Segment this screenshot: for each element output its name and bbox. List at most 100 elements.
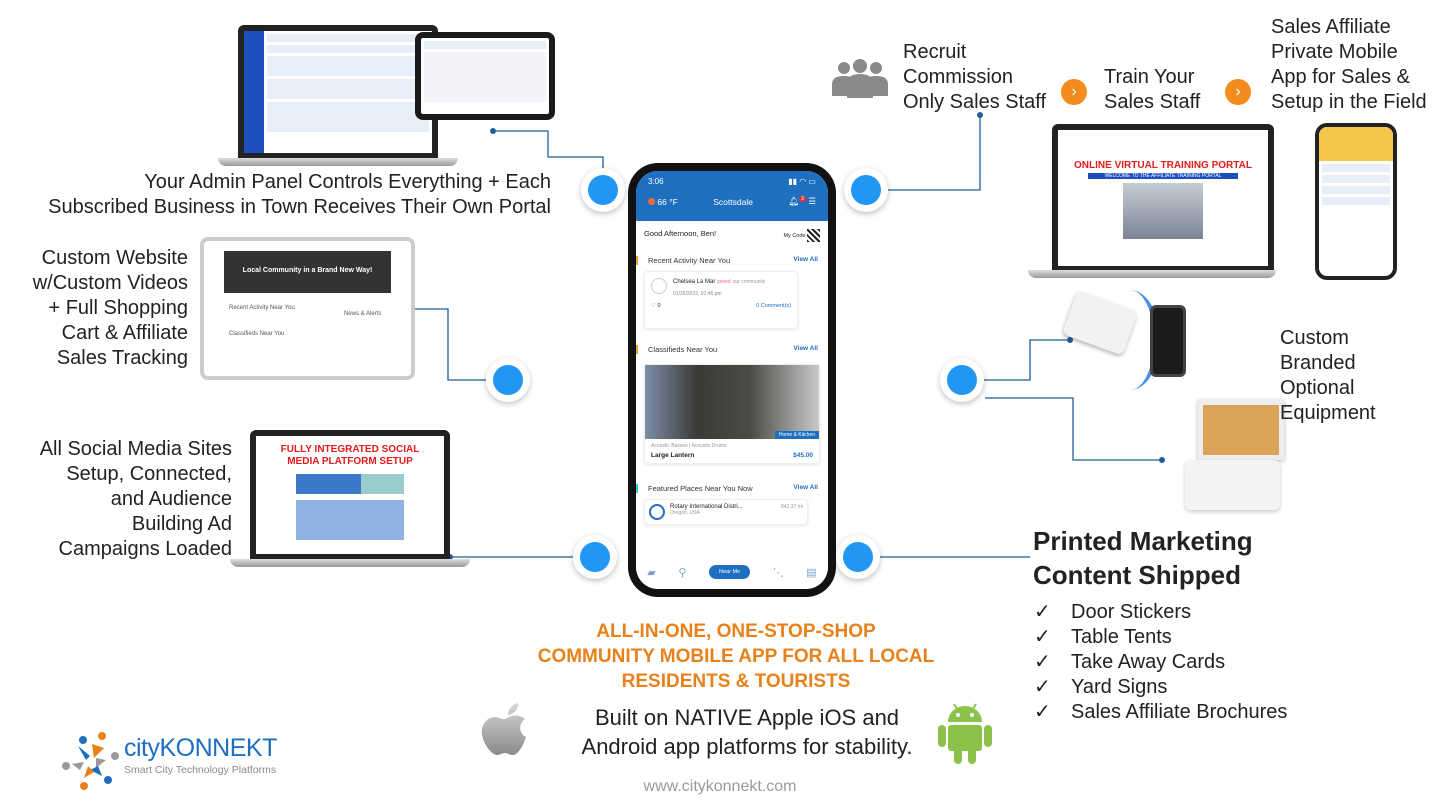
affiliate-line1: Sales Affiliate [1271, 16, 1391, 38]
weather-dot-icon [648, 197, 655, 205]
classifieds-title: Classifieds Near You [648, 345, 718, 354]
train-line1: Train Your [1104, 66, 1195, 88]
affiliate-line4: Setup in the Field [1271, 91, 1427, 113]
citykonnekt-logo: cityKONNEKT Smart City Technology Platfo… [58, 730, 288, 790]
check-icon: ✓ [1034, 651, 1051, 673]
shop-bag-icon[interactable]: ▰ [647, 566, 656, 579]
logo-tagline: Smart City Technology Platforms [124, 764, 277, 776]
hotspot-printed[interactable] [836, 535, 880, 579]
equipment-line3: Optional [1280, 377, 1355, 399]
social-screen-title: FULLY INTEGRATED SOCIAL MEDIA PLATFORM S… [280, 444, 420, 467]
apple-logo-icon [478, 702, 536, 771]
my-code-label[interactable]: My Code [783, 232, 806, 239]
printed-title-1: Printed Marketing [1033, 526, 1253, 556]
featured-title: Featured Places Near You Now [648, 484, 753, 493]
location-pin-icon[interactable]: ⚲ [678, 566, 687, 579]
printed-item: ✓ Table Tents [1034, 625, 1287, 650]
featured-view-all[interactable]: View All [793, 484, 818, 491]
platforms-line2: Android app platforms for stability. [581, 734, 913, 759]
classified-price: $45.00 [793, 452, 813, 459]
check-icon: ✓ [1034, 676, 1051, 698]
group-icon [830, 58, 890, 98]
check-icon: ✓ [1034, 626, 1051, 648]
classified-card[interactable]: Home & Kitchen Acoustic Basses | Acousti… [644, 364, 820, 464]
website-caption-2: w/Custom Videos [32, 272, 188, 294]
printed-item-label: Take Away Cards [1071, 651, 1226, 673]
equipment-line4: Equipment [1280, 402, 1376, 424]
logo-name: cityKONNEKT [124, 734, 277, 762]
heart-icon[interactable]: ♡ [651, 303, 656, 309]
printed-item-label: Door Stickers [1071, 601, 1192, 623]
printed-item-label: Table Tents [1071, 626, 1172, 648]
place-distance: 842.37 mi [781, 504, 803, 510]
phone-mockup: 3:06▮▮ ◠ ▭ 66 °F Scottsdale 🔔︎2 ☰ Good A… [628, 163, 836, 597]
connector-equipment [962, 339, 1070, 381]
hand-phone-image [1150, 305, 1186, 377]
classifieds-view-all[interactable]: View All [793, 345, 818, 352]
recruit-line3: Only Sales Staff [903, 91, 1047, 113]
website-section-news: News & Alerts [344, 311, 382, 317]
social-caption-3: and Audience [110, 488, 232, 510]
tagline-3: RESIDENTS & TOURISTS [621, 671, 851, 692]
affiliate-line2: Private Mobile [1271, 41, 1398, 63]
hotspot-social[interactable] [573, 535, 617, 579]
admin-caption-line2: Subscribed Business in Town Receives The… [48, 196, 551, 218]
website-caption-3: + Full Shopping [48, 297, 188, 319]
activity-action: joined [717, 279, 731, 285]
printed-item: ✓ Take Away Cards [1034, 650, 1287, 675]
recent-view-all[interactable]: View All [793, 256, 818, 263]
hotspot-equipment[interactable] [940, 358, 984, 402]
printed-title-2: Content Shipped [1033, 560, 1241, 590]
connector-recruit [866, 115, 981, 191]
rotary-logo-icon [649, 504, 665, 520]
recruit-line2: Commission [903, 66, 1014, 88]
activity-name: Chelsea La Mar [673, 279, 716, 285]
connector-website [412, 308, 508, 381]
website-caption-1: Custom Website [41, 247, 188, 269]
equipment-line2: Branded [1280, 352, 1356, 374]
printed-item-label: Yard Signs [1071, 676, 1168, 698]
avatar [651, 278, 667, 294]
place-name: Rotary International Distri... [670, 504, 743, 510]
phone-temp: 66 °F [657, 196, 678, 207]
classified-name: Large Lantern [651, 452, 695, 459]
website-section-recent: Recent Activity Near You [229, 305, 295, 311]
comments-link[interactable]: 0 Comment(s) [756, 303, 791, 309]
menu-icon[interactable]: ☰ [808, 196, 816, 206]
admin-caption-line1: Your Admin Panel Controls Everything + E… [144, 171, 551, 193]
likes-count: 0 [657, 303, 661, 309]
near-me-button[interactable]: Near Me [709, 565, 751, 579]
phone-city[interactable]: Scottsdale [713, 196, 753, 207]
train-line2: Sales Staff [1104, 91, 1201, 113]
chat-icon[interactable]: ▤ [806, 566, 817, 579]
classified-tag: Home & Kitchen [774, 431, 819, 439]
social-caption-5: Campaigns Loaded [58, 538, 232, 560]
website-section-classifieds: Classifieds Near You [229, 331, 285, 337]
notif-badge: 2 [799, 196, 806, 203]
tagline-1: ALL-IN-ONE, ONE-STOP-SHOP [596, 621, 876, 642]
share-nodes-icon[interactable]: ⋱ [772, 566, 784, 579]
hotspot-website[interactable] [486, 358, 530, 402]
hotspot-admin[interactable] [581, 168, 625, 212]
printed-item: ✓ Yard Signs [1034, 675, 1287, 700]
qr-code-icon[interactable] [807, 229, 820, 242]
check-icon: ✓ [1034, 601, 1051, 623]
activity-date: 01/26/2022, 01:46 pm [673, 291, 722, 297]
affiliate-phone-image [1315, 123, 1397, 280]
website-url-link[interactable]: www.citykonnekt.com [643, 778, 797, 795]
equipment-line1: Custom [1280, 327, 1349, 349]
hotspot-sales[interactable] [844, 168, 888, 212]
recruit-line1: Recruit [903, 41, 967, 63]
chevron-right-circle-icon: › [1225, 79, 1251, 105]
website-caption-5: Sales Tracking [56, 347, 188, 369]
affiliate-line3: App for Sales & [1271, 66, 1410, 88]
bell-icon[interactable]: 🔔︎ [788, 196, 800, 206]
website-hero-text: Local Community in a Brand New Way! [224, 251, 391, 293]
status-icons: ▮▮ ◠ ▭ [788, 177, 816, 186]
platforms-line1: Built on NATIVE Apple iOS and [594, 705, 900, 730]
classified-category: Acoustic Basses | Acoustic Drums [651, 443, 727, 449]
website-tablet-image: Local Community in a Brand New Way! Rece… [200, 237, 415, 380]
